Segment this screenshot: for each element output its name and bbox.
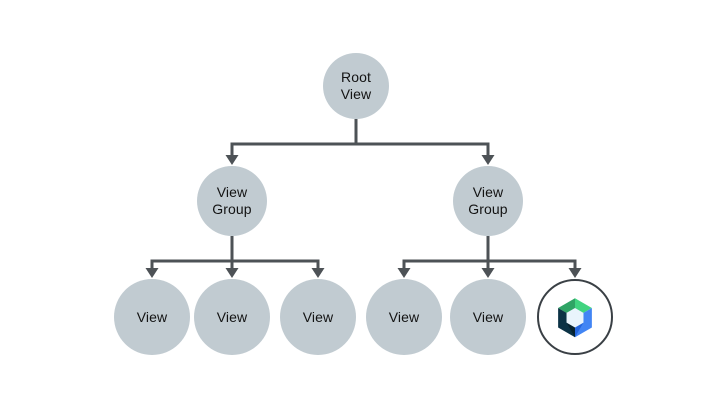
node-view-right-2-label: View [472,308,504,325]
down-arrowheads [145,155,582,278]
node-view-left-1-label: View [136,308,168,325]
node-view-group-right-label: View Group [468,184,508,217]
node-view-left-3-label: View [302,308,334,325]
node-view-left-3: View [280,279,356,355]
node-root-view: Root View [323,53,389,119]
connector-level2-left-bar [150,259,320,269]
node-view-right-1-label: View [388,308,420,325]
node-view-group-left: View Group [197,166,267,236]
node-view-left-2-label: View [216,308,248,325]
node-view-group-right: View Group [453,166,523,236]
node-jetpack-compose [537,279,613,355]
jetpack-compose-icon [558,298,592,338]
node-root-view-label: Root View [340,69,372,102]
node-view-right-2: View [450,279,526,355]
connector-level1-bar [230,142,490,156]
connector-level2-right-bar [402,259,577,269]
node-view-group-left-label: View Group [212,184,252,217]
node-view-left-2: View [194,279,270,355]
node-view-left-1: View [114,279,190,355]
node-view-right-1: View [366,279,442,355]
